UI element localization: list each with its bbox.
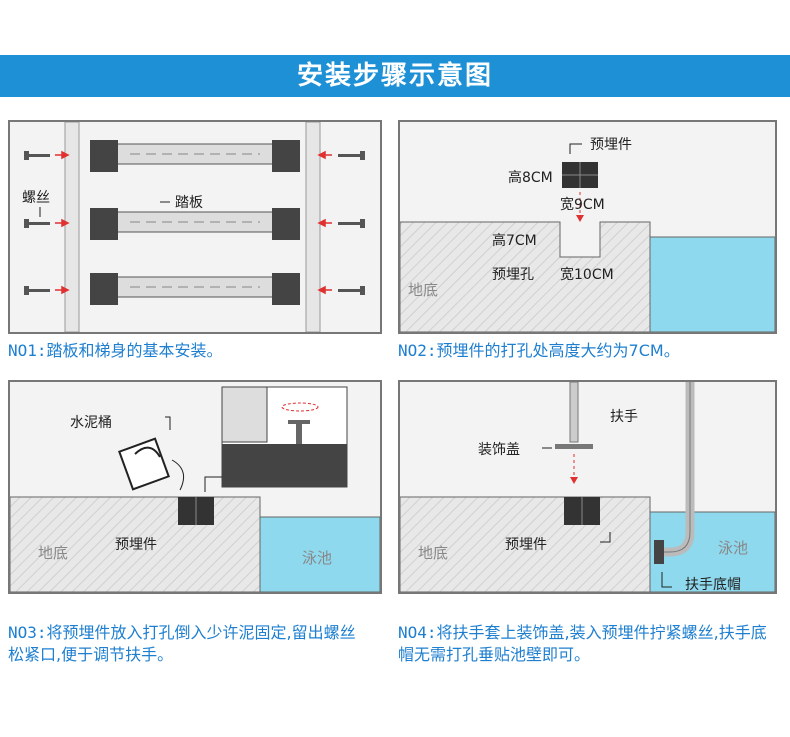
- floor-label: 地底: [408, 281, 439, 299]
- step2-illustration: [400, 143, 775, 332]
- hole-label: 预埋孔: [492, 267, 534, 283]
- height-8cm-label: 高8CM: [508, 170, 553, 186]
- cement-bucket-label: 水泥桶: [70, 415, 112, 431]
- step4-number: NO4:: [398, 623, 437, 642]
- step2-caption: NO2:预埋件的打孔处高度大约为7CM。: [398, 340, 783, 362]
- screw-label: 螺丝: [22, 190, 50, 206]
- step3-number: NO3:: [8, 623, 47, 642]
- step4-illustration: [400, 382, 775, 592]
- pool-label: 泳池: [718, 539, 749, 557]
- width-9cm-label: 宽9CM: [560, 197, 605, 213]
- step2-text: 预埋件的打孔处高度大约为7CM。: [436, 341, 680, 360]
- embedded-part-label: 预埋件: [115, 537, 157, 553]
- step1-caption: NO1:踏板和梯身的基本安装。: [8, 340, 383, 362]
- step2-diagram: 预埋件 高8CM 宽9CM 高7CM 预埋孔 宽10CM 地底: [398, 120, 777, 334]
- step4-diagram: 扶手 装饰盖 预埋件 地底 泳池 扶手底帽: [398, 380, 777, 594]
- step2-number: NO2:: [398, 341, 437, 360]
- pool-label: 泳池: [302, 549, 333, 567]
- step3-illustration: [10, 386, 380, 592]
- floor-label: 地底: [418, 544, 449, 562]
- step1-diagram: 螺丝 踏板: [8, 120, 382, 334]
- step1-text: 踏板和梯身的基本安装。: [46, 341, 223, 360]
- tread-3: [90, 273, 300, 305]
- step1-illustration: [24, 122, 365, 332]
- step4-text: 将扶手套上装饰盖,装入预埋件拧紧螺丝,扶手底帽无需打孔垂贴池壁即可。: [398, 623, 767, 664]
- step1-number: NO1:: [8, 341, 47, 360]
- step4-caption: NO4:将扶手套上装饰盖,装入预埋件拧紧螺丝,扶手底帽无需打孔垂贴池壁即可。: [398, 622, 768, 666]
- tread-label: 踏板: [175, 195, 203, 211]
- tread-2: [90, 208, 300, 240]
- step3-diagram: 水泥桶 预埋件 地底 泳池: [8, 380, 382, 594]
- step3-caption: NO3:将预埋件放入打孔倒入少许泥固定,留出螺丝松紧口,便于调节扶手。: [8, 622, 363, 666]
- tread-1: [90, 140, 300, 172]
- embedded-part-label: 预埋件: [505, 537, 547, 553]
- embedded-part-label: 预埋件: [590, 137, 632, 153]
- handrail-label: 扶手: [610, 409, 638, 425]
- page-title: 安装步骤示意图: [0, 55, 790, 97]
- cover-label: 装饰盖: [478, 442, 520, 458]
- floor-label: 地底: [38, 544, 69, 562]
- width-10cm-label: 宽10CM: [560, 267, 614, 283]
- height-7cm-label: 高7CM: [492, 233, 537, 249]
- step3-text: 将预埋件放入打孔倒入少许泥固定,留出螺丝松紧口,便于调节扶手。: [8, 623, 356, 664]
- base-cap-label: 扶手底帽: [685, 577, 741, 593]
